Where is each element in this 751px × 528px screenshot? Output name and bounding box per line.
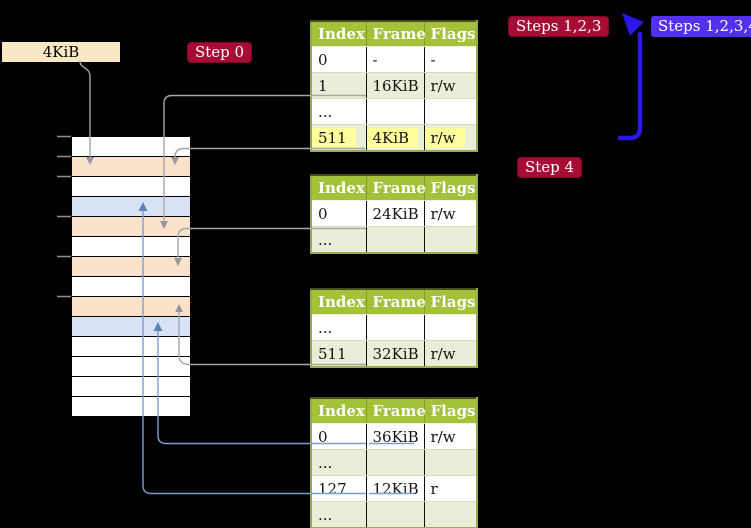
column-header-frame: Frame [366,175,426,201]
cell-flags-highlight: r/w [424,127,465,148]
column-header-flags: Flags [424,289,477,315]
column-header-frame: Frame [366,289,426,315]
cell-index: 1 [311,72,367,99]
table-header-row: Index Frame Flags [311,21,477,47]
cell-flags: r/w [424,340,477,368]
column-header-frame: Frame [366,21,426,47]
badge-steps1234: Steps 1,2,3,4 [651,16,751,37]
cell-frame: 36KiB [366,423,425,450]
table-row: ... [311,226,477,254]
column-header-index: Index [311,289,367,315]
column-header-flags: Flags [424,175,477,201]
table-row: 1 16KiB r/w [311,72,477,99]
cell-index: 0 [311,200,367,227]
cell-flags [424,314,477,341]
cell-flags [424,98,477,125]
table-row: 0 36KiB r/w [311,423,477,450]
page-table-level3: Index Frame Flags 0 24KiB r/w ... [310,174,478,254]
cell-index: 0 [311,46,367,73]
memory-row [71,177,191,197]
table-row: ... [311,501,477,528]
memory-row [71,157,191,177]
column-header-index: Index [311,398,367,424]
cell-flags [424,501,477,528]
column-header-flags: Flags [424,398,477,424]
cell-index: 0 [311,423,367,450]
badge-steps123: Steps 1,2,3 [509,17,609,36]
table-header-row: Index Frame Flags [311,175,477,201]
recursive-lookup-arrow [617,13,644,141]
memory-row [71,297,191,317]
badge-step4: Step 4 [518,158,582,177]
physical-memory-column [71,136,191,417]
cell-frame [366,314,425,341]
table-row: ... [311,314,477,341]
cell-frame: 12KiB [366,475,425,502]
page-table-level1: Index Frame Flags 0 36KiB r/w ... 127 12… [310,397,478,528]
cell-index: ... [311,314,367,341]
table-row: 511 32KiB r/w [311,340,477,368]
cell-frame-highlight: 4KiB [366,127,419,148]
table-row: ... [311,98,477,125]
column-header-index: Index [311,175,367,201]
cell-flags: - [424,46,477,73]
memory-row [71,377,191,397]
table-row: 0 - - [311,46,477,73]
cell-flags [424,449,477,476]
memory-row [71,197,191,217]
cell-frame [366,501,425,528]
memory-row [71,337,191,357]
cell-frame: 32KiB [366,340,425,368]
cell-index: ... [311,226,367,254]
memory-row [71,257,191,277]
cell-frame: - [366,46,425,73]
page-table-level4: Index Frame Flags 0 - - 1 16KiB r/w ... … [310,20,478,152]
cell-flags: r [424,475,477,502]
page-table-level2: Index Frame Flags ... 511 32KiB r/w [310,288,478,368]
memory-row [71,217,191,237]
cell-frame [366,226,425,254]
table-row: 127 12KiB r [311,475,477,502]
cell-index: ... [311,98,367,125]
table-header-row: Index Frame Flags [311,289,477,315]
cell-index: 511 [311,340,367,368]
cell-index: 127 [311,475,367,502]
cell-flags: r/w [424,423,477,450]
memory-row [71,137,191,157]
frame-size-label: 4KiB [2,42,120,62]
column-header-frame: Frame [366,398,426,424]
cell-index-highlight: 511 [312,127,356,148]
cell-flags: r/w [424,72,477,99]
cell-frame: 16KiB [366,72,425,99]
memory-row [71,237,191,257]
column-header-index: Index [311,21,367,47]
memory-tick-marks [57,135,71,298]
memory-row [71,397,191,417]
cell-flags: r/w [424,200,477,227]
cell-flags [424,226,477,254]
memory-row [71,357,191,377]
cell-index: ... [311,449,367,476]
table-row-highlighted: 511 4KiB r/w [311,124,477,152]
cell-frame [366,449,425,476]
cell-index: ... [311,501,367,528]
cell-frame [366,98,425,125]
cell-frame: 24KiB [366,200,425,227]
badge-step0: Step 0 [188,43,252,62]
column-header-flags: Flags [424,21,477,47]
table-row: ... [311,449,477,476]
memory-row [71,277,191,297]
memory-row [71,317,191,337]
table-row: 0 24KiB r/w [311,200,477,227]
table-header-row: Index Frame Flags [311,398,477,424]
arrow-up-left-icon [622,13,644,36]
